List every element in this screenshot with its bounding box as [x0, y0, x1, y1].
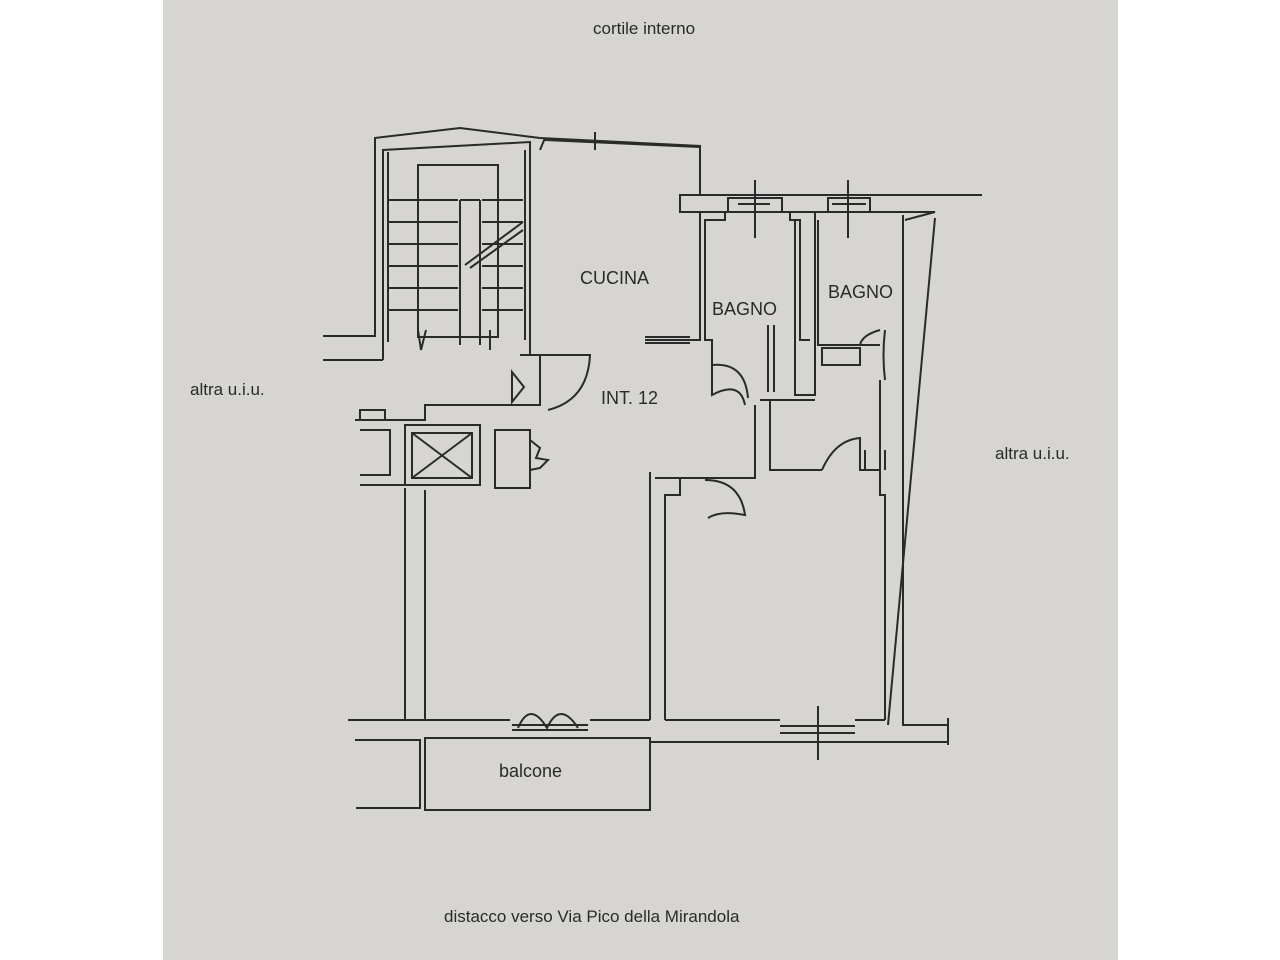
staircase [323, 126, 701, 421]
kitchen-walls [539, 132, 701, 344]
unit-number-label: INT. 12 [601, 388, 659, 408]
living-room-walls [649, 215, 948, 726]
bathroom-1-label: BAGNO [712, 299, 778, 319]
lift-shaft [359, 409, 551, 720]
entrance-door [511, 354, 592, 411]
left-neighbour-label: altra u.i.u. [190, 380, 265, 399]
right-neighbour-label: altra u.i.u. [995, 444, 1070, 463]
balcony-walls [348, 706, 949, 811]
bathroom-walls [700, 180, 982, 401]
kitchen-label: CUCINA [580, 268, 650, 288]
courtyard-label: cortile interno [593, 19, 696, 38]
street-label: distacco verso Via Pico della Mirandola [444, 907, 740, 926]
bathroom-2-label: BAGNO [828, 282, 894, 302]
paper-sheet [163, 0, 1118, 960]
bath-doors [711, 329, 886, 406]
balcony-label: balcone [499, 761, 563, 781]
